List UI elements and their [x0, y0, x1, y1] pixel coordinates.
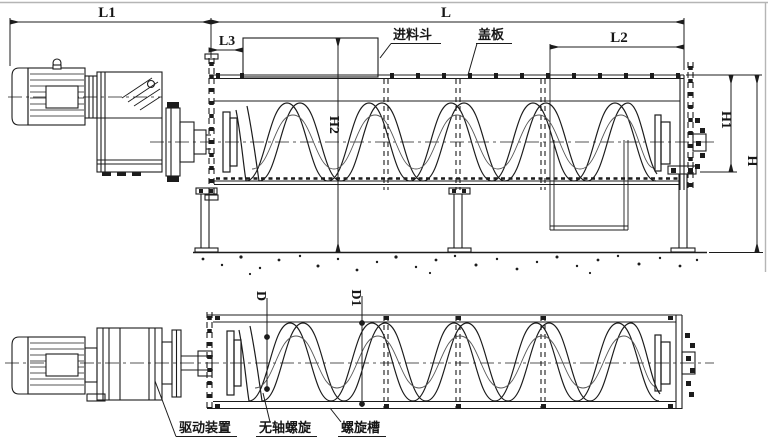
dim-label-l3: L3 — [219, 34, 235, 49]
motor-elevation — [11, 58, 86, 126]
dimension-lines-plan — [264, 296, 365, 407]
discharge-chute — [549, 44, 629, 231]
motor-plan — [11, 336, 106, 402]
dim-L — [210, 18, 685, 70]
support-leg-right — [667, 165, 697, 253]
drive-coupling-elevation — [165, 102, 211, 182]
feed-hopper — [242, 37, 379, 78]
left-end-flange-plan — [206, 312, 213, 412]
ground-speckles — [201, 254, 699, 276]
trough-elevation — [204, 53, 707, 201]
gearbox-elevation — [84, 71, 163, 176]
trough-plan — [206, 312, 696, 412]
centerline-screw-elevation — [8, 96, 714, 143]
motor-foot — [86, 393, 106, 402]
plan-view — [5, 312, 714, 412]
cover-plate-label-text: 盖板 — [478, 27, 505, 43]
dim-label-h1: H1 — [718, 111, 733, 129]
label-cover-plate: 盖板 — [467, 27, 512, 76]
right-end-bearing — [679, 62, 707, 192]
label-spiral-trough: 螺旋槽 — [329, 407, 386, 437]
dim-label-h: H — [744, 156, 759, 167]
dim-H1 — [686, 74, 762, 173]
drive-unit-label-text: 驱动装置 — [179, 420, 231, 436]
dimension-lines — [9, 18, 763, 253]
label-feed-hopper: 进料斗 — [379, 27, 441, 59]
leader-line — [154, 380, 177, 437]
screw-spiral-elevation — [222, 102, 671, 182]
gearbox-hatch — [121, 77, 161, 111]
dim-H — [709, 74, 763, 253]
joint-bolts-plan — [215, 316, 673, 408]
dim-label-d1: D1 — [348, 289, 363, 306]
screw-spiral-plan — [226, 322, 671, 402]
dim-D — [264, 298, 270, 392]
trough-joints-plan — [383, 316, 546, 408]
support-leg-left — [194, 187, 219, 253]
dim-label-d: D — [253, 291, 268, 301]
leader-line — [467, 43, 478, 76]
gearbox-feet — [102, 172, 141, 176]
dim-label-l: L — [441, 5, 451, 21]
shaftless-spiral-label-text: 无轴螺旋 — [258, 420, 312, 436]
label-drive-unit: 驱动装置 — [154, 380, 237, 437]
right-end-plan — [675, 315, 696, 409]
label-shaftless-spiral: 无轴螺旋 — [256, 392, 317, 437]
trough-joints — [383, 79, 546, 190]
leader-line — [329, 407, 342, 423]
dim-label-l1: L1 — [98, 5, 116, 21]
dim-D1 — [359, 296, 365, 407]
gearbox-plan — [84, 327, 213, 401]
support-leg-middle — [447, 187, 472, 253]
dim-label-l2: L2 — [610, 30, 628, 46]
leader-line — [262, 392, 271, 423]
spiral-trough-label-text: 螺旋槽 — [341, 420, 380, 436]
leader-line — [379, 43, 392, 59]
screenshot-border — [0, 1, 768, 272]
elevation-view — [8, 37, 714, 276]
dim-L1 — [9, 18, 212, 66]
dim-label-h2: H2 — [326, 116, 341, 134]
feed-hopper-label-text: 进料斗 — [393, 27, 432, 43]
